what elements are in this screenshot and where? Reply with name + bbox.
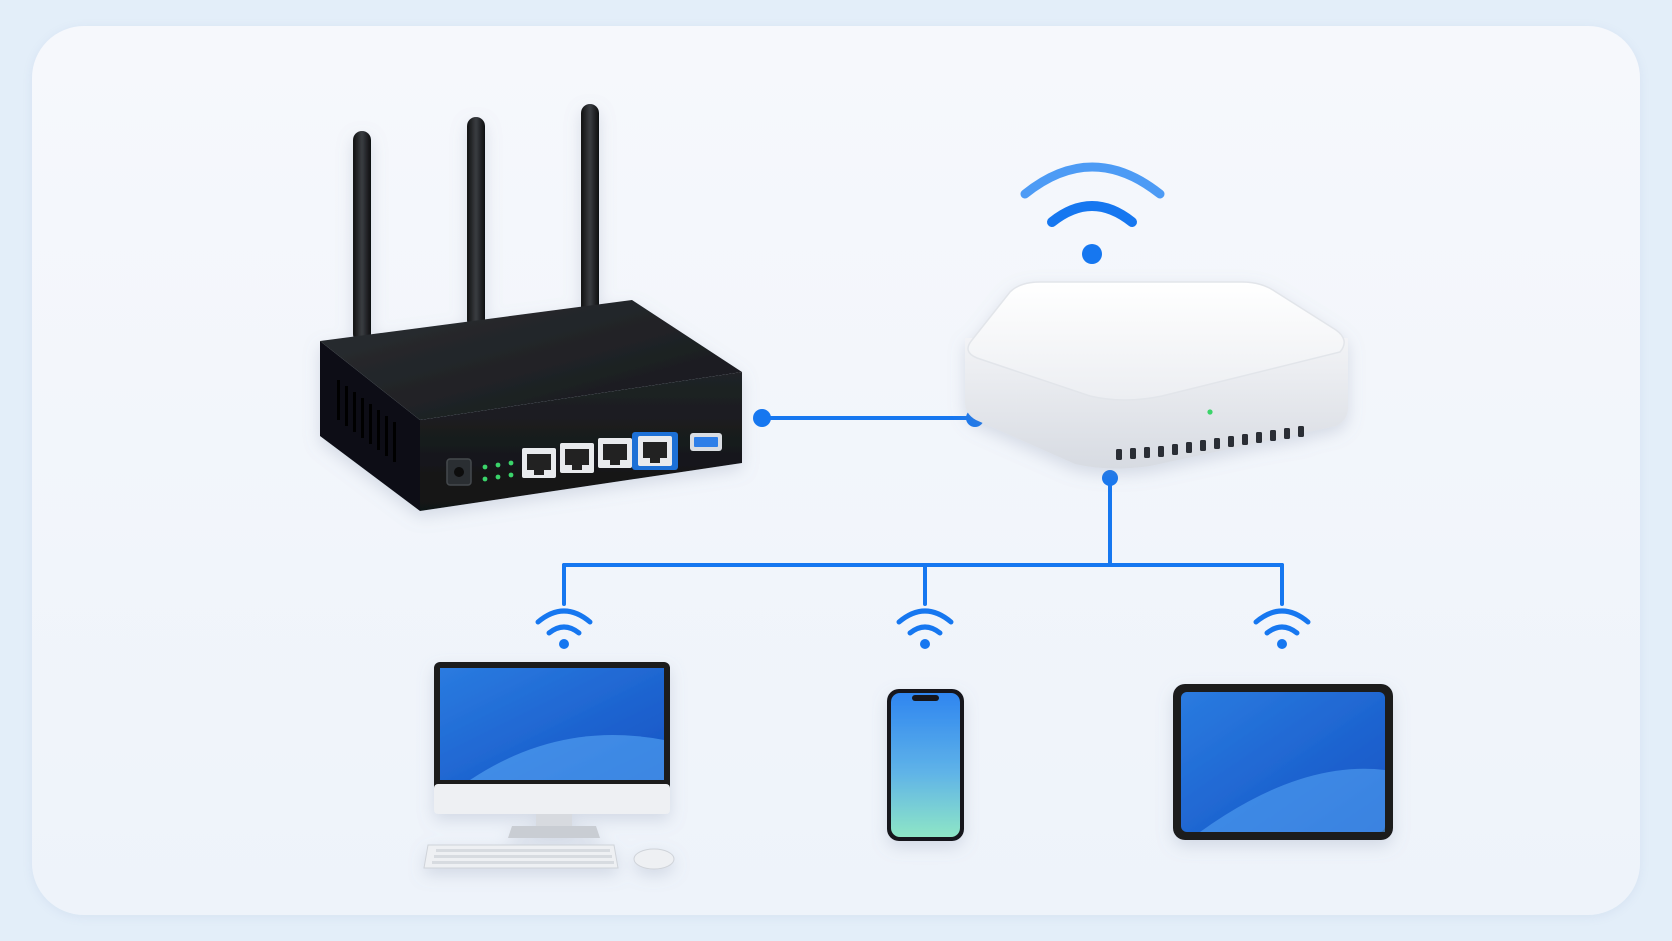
desktop-wifi-icon bbox=[535, 608, 593, 649]
ethernet-port bbox=[598, 438, 632, 468]
smartphone-icon bbox=[887, 689, 964, 841]
router-side-vents bbox=[337, 380, 396, 462]
monitor-stand-neck bbox=[536, 814, 572, 826]
connection-links bbox=[562, 409, 1284, 606]
keyboard-icon bbox=[423, 844, 619, 869]
desktop-computer-icon bbox=[423, 662, 675, 870]
ethernet-port-active bbox=[632, 432, 678, 470]
phone-notch bbox=[912, 695, 939, 701]
link-endpoint-router bbox=[753, 409, 771, 427]
router-top-face bbox=[320, 300, 742, 420]
phone-screen bbox=[891, 693, 960, 837]
router-status-leds bbox=[482, 460, 514, 482]
access-point-top bbox=[967, 281, 1345, 401]
access-point-wifi-icon bbox=[1020, 162, 1165, 264]
ethernet-port bbox=[560, 443, 594, 473]
access-point-status-led bbox=[1207, 409, 1213, 415]
router-antenna-middle bbox=[467, 117, 485, 329]
router-icon bbox=[320, 104, 742, 511]
router-usb-port bbox=[690, 433, 722, 451]
tablet-icon bbox=[1173, 684, 1393, 840]
mouse-icon bbox=[633, 848, 675, 870]
tablet-wifi-icon bbox=[1253, 608, 1311, 649]
phone-wifi-icon bbox=[896, 608, 954, 649]
access-point-vents bbox=[1116, 426, 1304, 460]
ethernet-port bbox=[522, 448, 556, 478]
monitor-stand-base bbox=[508, 826, 600, 838]
router-antenna-right bbox=[581, 104, 599, 316]
router-front-face bbox=[420, 372, 742, 511]
access-point-icon bbox=[965, 281, 1348, 469]
router-antenna-left bbox=[353, 131, 371, 343]
router-ethernet-ports bbox=[522, 432, 678, 478]
monitor-chin bbox=[434, 784, 670, 814]
